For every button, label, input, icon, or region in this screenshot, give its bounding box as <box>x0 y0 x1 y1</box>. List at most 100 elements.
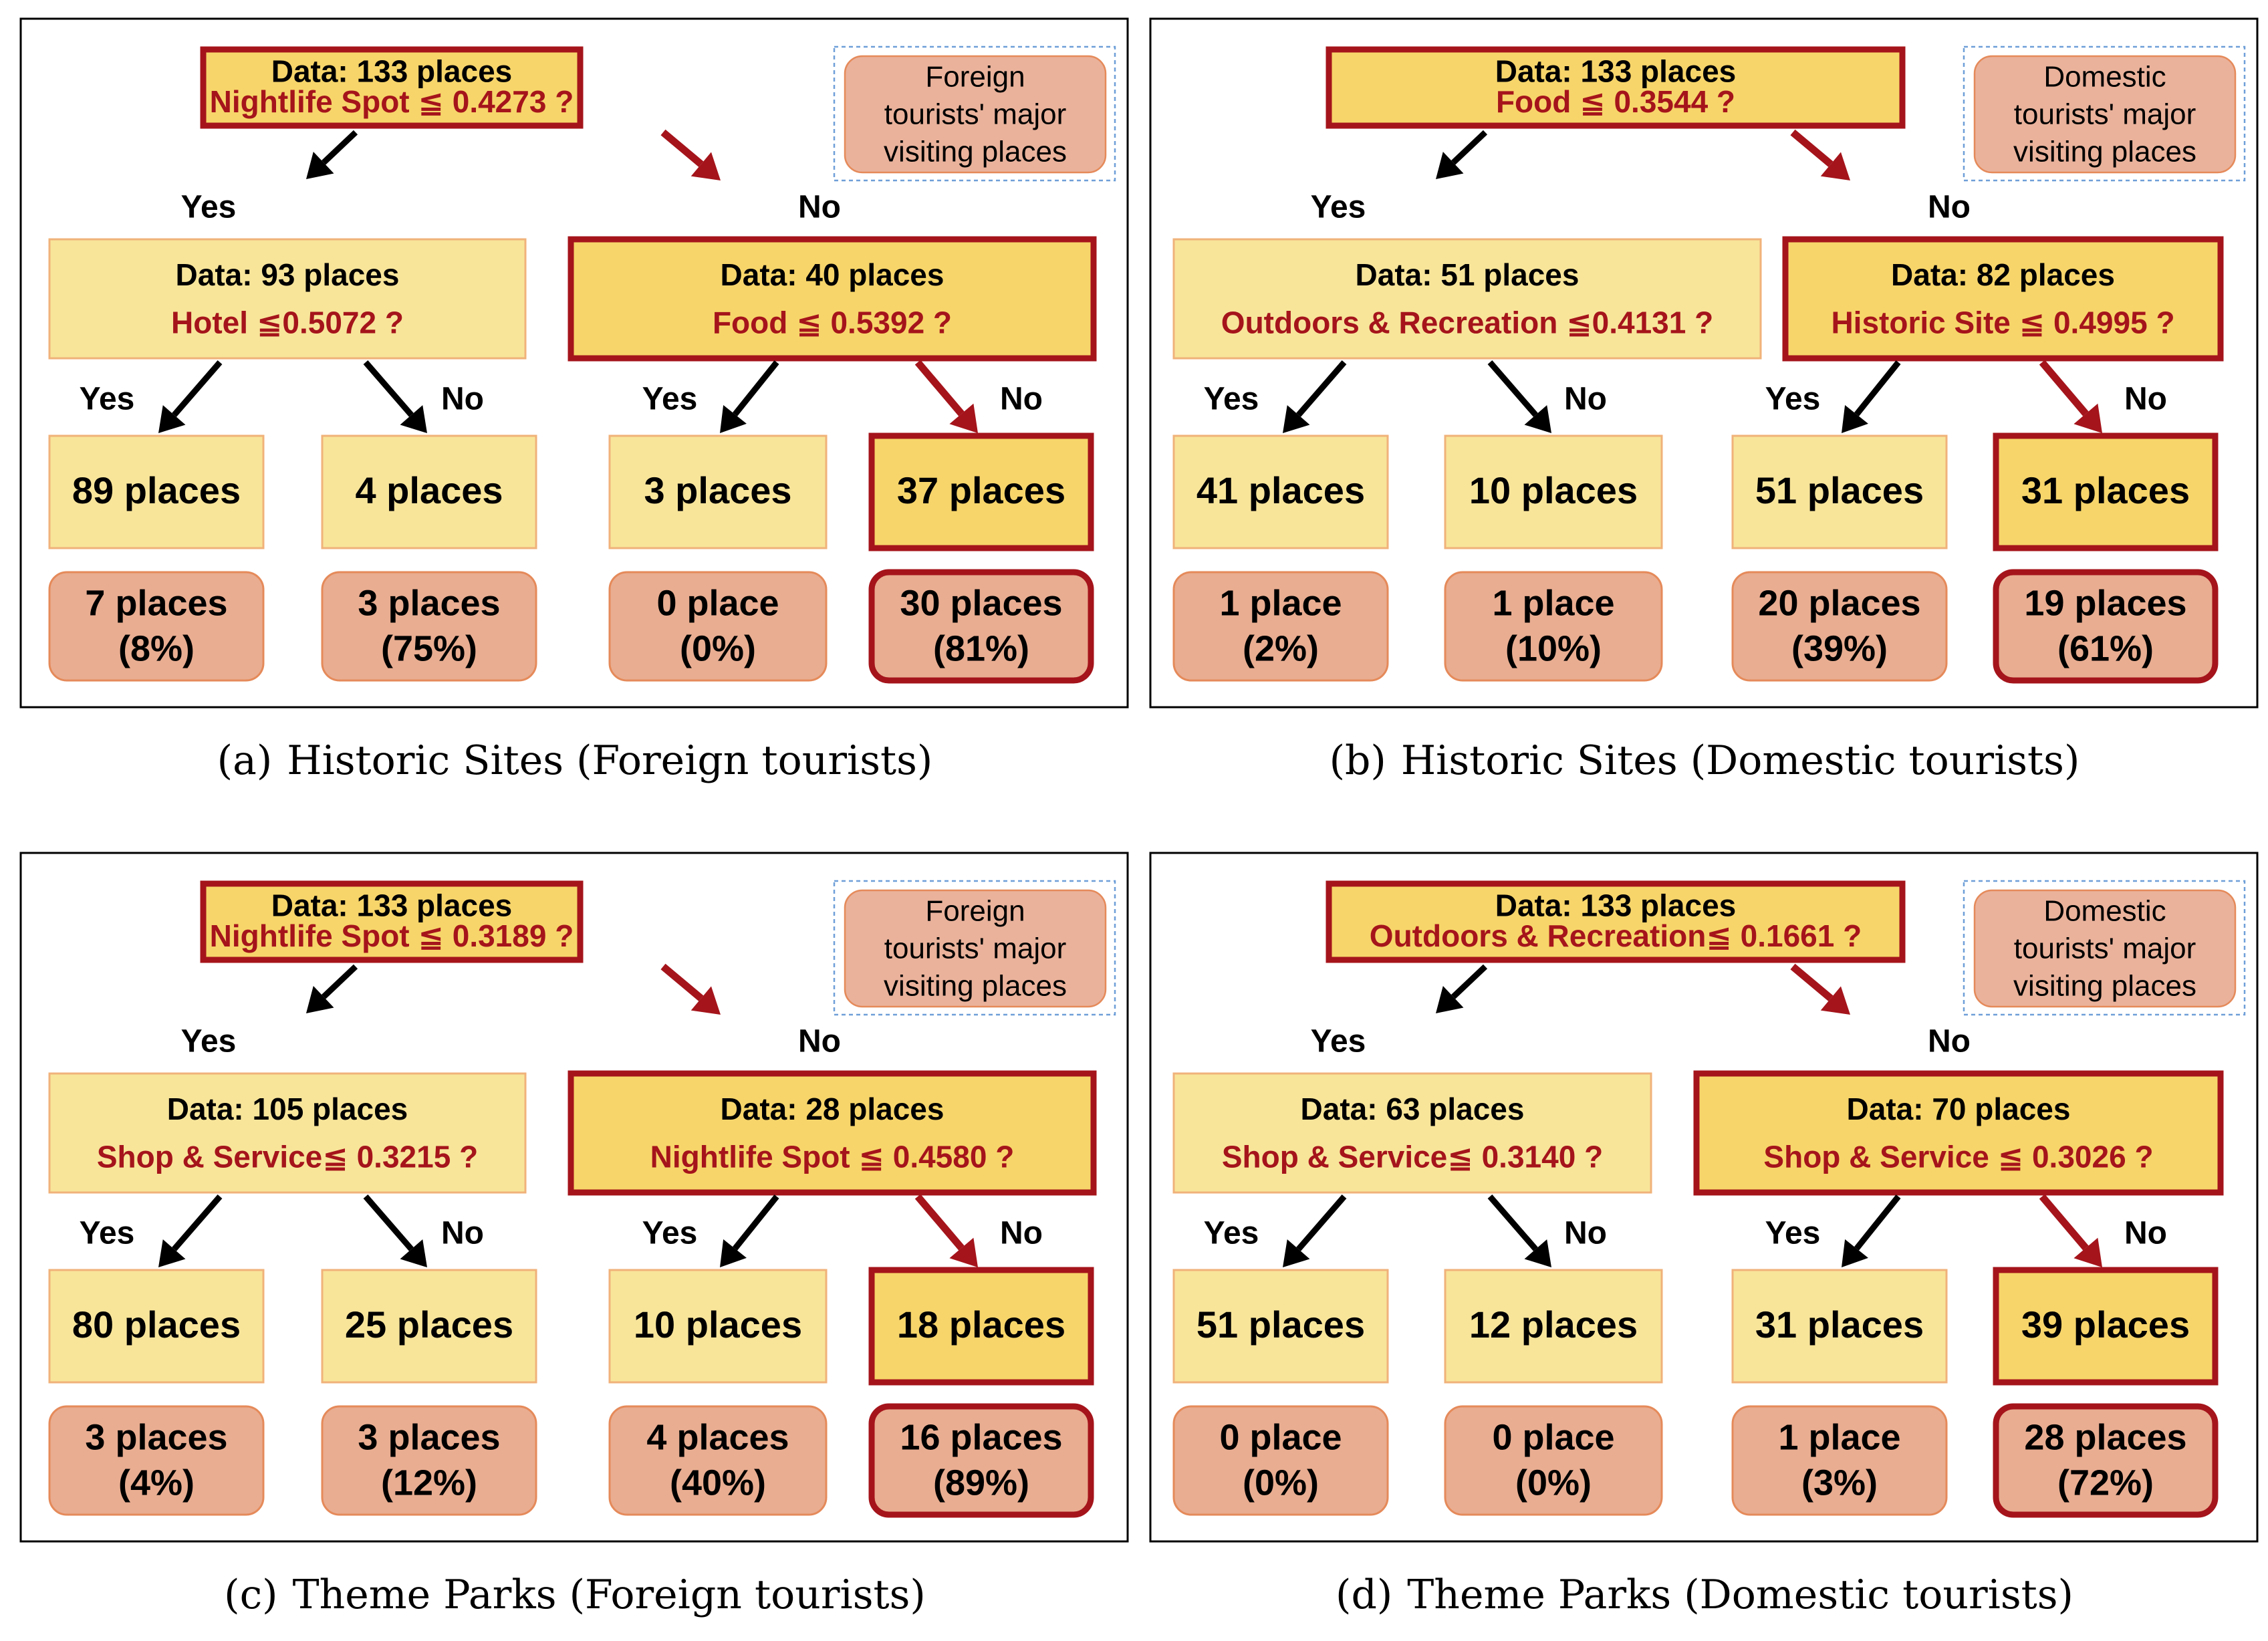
leaf-count: 10 places <box>634 1303 802 1346</box>
left-split-node-data-label: Data: 105 places <box>167 1092 408 1126</box>
outcome-node: 3 places(12%) <box>321 1405 537 1516</box>
edge-label-no: No <box>441 1216 484 1251</box>
leaf-count: 41 places <box>1196 469 1365 511</box>
caption-text: (d)Theme Parks (Domestic tourists) <box>1336 1571 2073 1618</box>
panel-caption: (c)Theme Parks (Foreign tourists) <box>224 1571 926 1618</box>
right-split-node-question: Historic Site ≦ 0.4995 ? <box>1831 305 2174 340</box>
leaf-node: 51 places <box>1731 434 1948 549</box>
note-line: visiting places <box>2013 136 2196 168</box>
edge-label-no: No <box>2124 1216 2167 1251</box>
edge-label-yes: Yes <box>80 382 135 417</box>
outcome-count: 20 places <box>1758 583 1920 623</box>
arrow-left-no <box>1487 360 1551 433</box>
root-node-question: Food ≦ 0.3544 ? <box>1496 84 1735 119</box>
outcome-count: 30 places <box>900 583 1062 623</box>
note-dashed-frame <box>833 880 1116 1016</box>
leaf-box <box>608 434 828 549</box>
arrow-root-no <box>660 963 721 1015</box>
edge-label-no: No <box>1000 1216 1043 1251</box>
note-line: Domestic <box>2043 61 2166 94</box>
leaf-box <box>1444 434 1663 549</box>
left-split-node-box <box>1172 238 1762 360</box>
left-split-node-box <box>1172 1072 1652 1194</box>
outcome-box <box>608 1405 828 1516</box>
arrow-root-no <box>1790 963 1850 1015</box>
outcome-count: 1 place <box>1219 583 1342 623</box>
outcome-node: 0 place(0%) <box>1444 1405 1663 1516</box>
arrow-left-no <box>363 1194 427 1267</box>
leaf-box <box>1172 434 1389 549</box>
outcome-percent: (40%) <box>670 1463 766 1503</box>
leaf-box <box>1731 1269 1948 1384</box>
arrow-right-no <box>914 360 978 433</box>
right-split-node-question: Shop & Service ≦ 0.3026 ? <box>1763 1139 2153 1174</box>
root-node-box <box>200 46 584 129</box>
outcome-box <box>1993 1403 2219 1518</box>
right-split-node-box <box>1782 236 2224 362</box>
outcome-count: 3 places <box>358 583 500 623</box>
outcome-node: 0 place(0%) <box>608 571 828 682</box>
leaf-box <box>48 1269 265 1384</box>
outcome-count: 28 places <box>2024 1417 2186 1457</box>
outcome-count: 7 places <box>85 583 227 623</box>
outcome-node: 16 places(89%) <box>868 1403 1094 1518</box>
edge-label-yes: Yes <box>80 1216 135 1251</box>
note-line: Domestic <box>2043 895 2166 928</box>
outcome-box <box>1444 571 1663 682</box>
leaf-count: 89 places <box>72 469 241 511</box>
outcome-box <box>1172 571 1389 682</box>
edge-label-no: No <box>2124 382 2167 417</box>
note-line: Foreign <box>925 895 1025 928</box>
root-node-question: Nightlife Spot ≦ 0.3189 ? <box>210 918 574 953</box>
arrow-root-no <box>660 129 721 180</box>
leaf-count: 3 places <box>644 469 791 511</box>
arrow-left-yes <box>158 1194 223 1267</box>
left-split-node-question: Outdoors & Recreation ≦0.4131 ? <box>1221 305 1713 340</box>
leaf-node: 18 places <box>868 1267 1094 1386</box>
left-split-node-question: Hotel ≦0.5072 ? <box>171 305 404 340</box>
note-dashed-frame <box>1963 45 2246 182</box>
arrow-root-no <box>1790 129 1850 180</box>
outcome-count: 1 place <box>1492 583 1614 623</box>
root-node-box <box>1326 46 1906 129</box>
edge-label-yes: Yes <box>1204 1216 1259 1251</box>
leaf-box <box>1993 432 2219 551</box>
root-node-question: Nightlife Spot ≦ 0.4273 ? <box>210 84 574 119</box>
edge-label-yes: Yes <box>181 190 237 225</box>
outcome-node: 28 places(72%) <box>1993 1403 2219 1518</box>
note-line: tourists' major <box>884 932 1066 965</box>
edge-label-no: No <box>1928 190 1971 225</box>
outcome-box <box>321 1405 537 1516</box>
outcome-percent: (2%) <box>1243 628 1319 668</box>
caption-text: (a)Historic Sites (Foreign tourists) <box>217 737 933 784</box>
leaf-count: 31 places <box>2021 469 2190 511</box>
right-split-node-data-label: Data: 70 places <box>1847 1092 2071 1126</box>
outcome-count: 19 places <box>2024 583 2186 623</box>
leaf-box <box>608 1269 828 1384</box>
outcome-box <box>1731 571 1948 682</box>
right-split-node-data-label: Data: 28 places <box>721 1092 944 1126</box>
arrow-root-yes <box>1436 964 1488 1013</box>
edge-label-no: No <box>798 190 841 225</box>
arrow-right-yes <box>1842 360 1901 433</box>
leaf-node: 12 places <box>1444 1269 1663 1384</box>
leaf-node: 4 places <box>321 434 537 549</box>
edge-label-no: No <box>1000 382 1043 417</box>
outcome-node: 30 places(81%) <box>868 569 1094 684</box>
outcome-percent: (75%) <box>381 628 477 668</box>
edge-label-yes: Yes <box>181 1024 237 1059</box>
arrow-root-yes <box>306 964 358 1013</box>
root-node-box <box>1326 880 1906 963</box>
caption-label: (d) <box>1336 1571 1392 1618</box>
outcome-node: 1 place (2%) <box>1172 571 1389 682</box>
